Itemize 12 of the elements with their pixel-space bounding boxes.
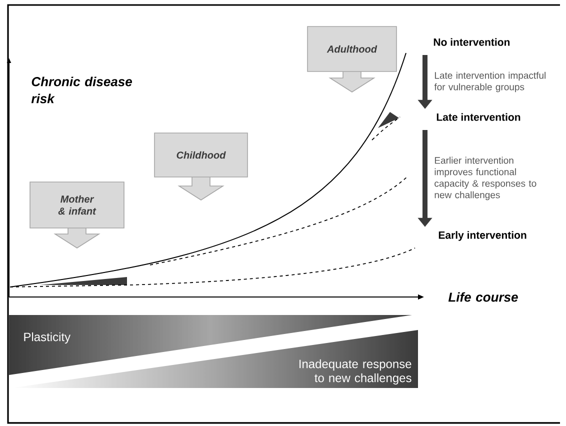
edge-label: Late intervention impactful for vulnerable groups (434, 72, 546, 92)
callout-box: Adulthood (307, 26, 397, 92)
axis-label: Chronic disease risk (31, 76, 132, 104)
band-label: Plasticity (24, 332, 71, 344)
band-label: Inadequate response to new challenges (300, 359, 412, 385)
edge-label: Earlier intervention improves functional capacity & responses to new challenges (434, 156, 536, 200)
curve-label: Late intervention (436, 113, 520, 121)
callout-box: Mother & infant (30, 182, 124, 248)
curve-label: Early intervention (438, 231, 526, 241)
callout-box: Childhood (154, 132, 248, 200)
axis-label: Life course (448, 292, 518, 302)
curve-label: No intervention (434, 38, 510, 46)
